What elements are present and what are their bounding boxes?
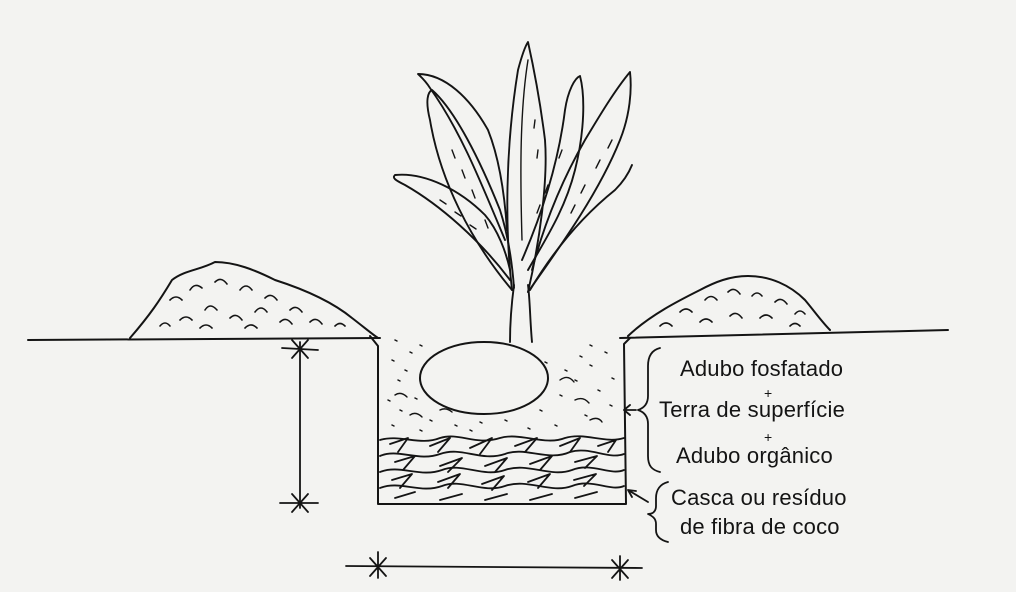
husk-arrow: [628, 490, 648, 502]
husk-brace: [648, 482, 668, 542]
label-casca-line1: Casca ou resíduo: [671, 486, 847, 510]
label-adubo-organico: Adubo orgânico: [676, 444, 833, 468]
label-terra-de-superficie: Terra de superfície: [659, 398, 845, 422]
right-soil-mound: [628, 276, 830, 336]
root-ball: [420, 342, 548, 414]
label-adubo-fosfatado: Adubo fosfatado: [680, 357, 843, 381]
soil-mixture-brace: [638, 348, 660, 472]
width-dimension: [346, 552, 642, 580]
coconut-seedling: [394, 42, 632, 342]
label-plus-2: +: [764, 430, 772, 444]
ground-line: [28, 330, 948, 340]
depth-dimension: [280, 340, 318, 512]
left-soil-mound: [130, 262, 378, 338]
husk-layer: [380, 436, 624, 500]
label-casca-line2: de fibra de coco: [680, 515, 840, 539]
